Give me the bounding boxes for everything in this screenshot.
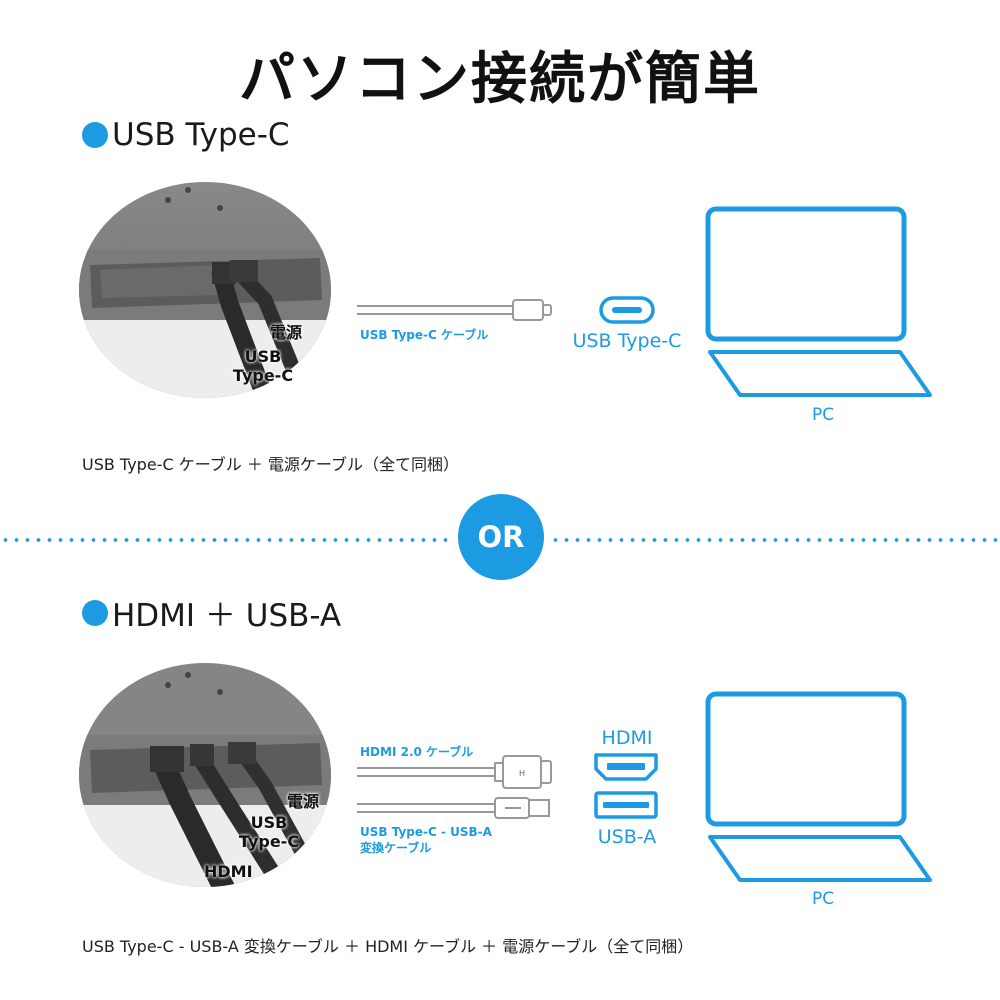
hdmi-port-label: HDMI (601, 727, 653, 749)
laptop-icon (705, 691, 932, 882)
usb-c-cable-label: USB Type-C ケーブル (360, 328, 489, 342)
laptop-icon (705, 206, 932, 397)
usb-a-cable-label: USB Type-C - USB-A 変換ケーブル (360, 825, 492, 855)
photo-label-usb-c: USB Type-C (238, 813, 300, 851)
pc-label: PC (812, 889, 835, 909)
svg-text:H: H (519, 769, 525, 778)
photo-label-hdmi: HDMI (204, 862, 253, 881)
usb-a-cable-icon (357, 797, 550, 819)
photo-label-usb-c: USB Type-C (232, 347, 294, 385)
usb-a-port-label: USB-A (597, 826, 657, 848)
device-port-photo-usb-c (79, 182, 331, 398)
photo-label-power: 電源 (270, 323, 303, 342)
hdmi-cable-label: HDMI 2.0 ケーブル (360, 745, 474, 759)
section-heading-text: HDMI ＋ USB-A (112, 598, 342, 634)
photo-label-power: 電源 (287, 792, 320, 811)
hdmi-port-icon (594, 753, 658, 781)
usb-c-cable-icon (357, 299, 552, 321)
dotted-divider-right (550, 538, 1000, 542)
pc-label: PC (812, 405, 835, 425)
section-heading-text: USB Type-C (112, 117, 290, 153)
usb-a-port-icon (594, 791, 658, 819)
usb-c-port-icon (599, 296, 655, 324)
device-port-photo-hdmi (79, 663, 331, 887)
hdmi-cable-icon: H (357, 755, 552, 789)
bullet-dot-icon (82, 599, 108, 626)
usb-c-port-label: USB Type-C (572, 330, 682, 352)
dotted-divider-left (0, 538, 452, 542)
section-heading-usb-c: USB Type-C (82, 117, 290, 153)
bullet-dot-icon (82, 122, 108, 148)
or-badge: OR (458, 494, 544, 580)
section-caption-usb-c: USB Type-C ケーブル ＋ 電源ケーブル（全て同梱） (82, 455, 459, 474)
section-caption-hdmi-usb-a: USB Type-C - USB-A 変換ケーブル ＋ HDMI ケーブル ＋ … (82, 937, 694, 956)
section-heading-hdmi-usb-a: HDMI ＋ USB-A (82, 590, 341, 635)
page-title: パソコン接続が簡単 (239, 47, 761, 112)
